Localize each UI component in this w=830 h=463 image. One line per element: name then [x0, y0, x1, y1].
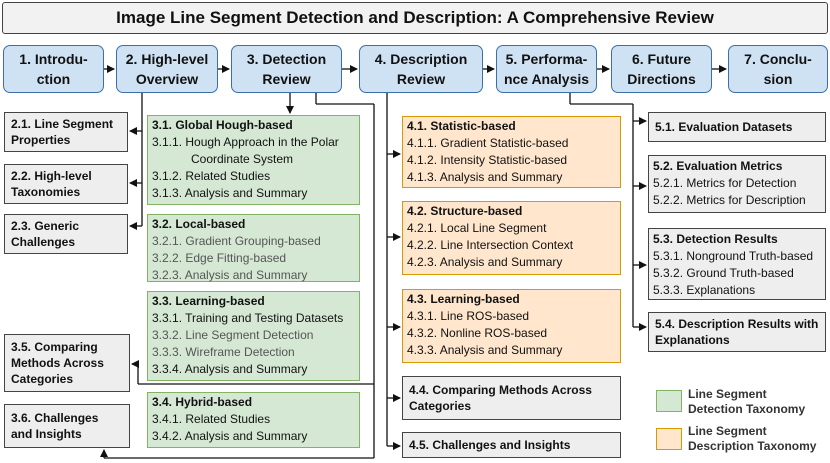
- section-performance-analysis: 5. Performa-nce Analysis: [496, 45, 597, 93]
- box-detection-results: 5.3. Detection Results 5.3.1. Nonground …: [648, 228, 826, 300]
- box-global-hough-based: 3.1. Global Hough-based 3.1.1. Hough App…: [147, 115, 360, 205]
- legend-label-detection: Line Segment Detection Taxonomy: [688, 387, 806, 416]
- box-evaluation-datasets: 5.1. Evaluation Datasets: [648, 112, 826, 142]
- section-conclusion: 7. Conclu-sion: [728, 45, 828, 93]
- box-evaluation-metrics: 5.2. Evaluation Metrics 5.2.1. Metrics f…: [648, 155, 826, 213]
- diagram-title: Image Line Segment Detection and Descrip…: [2, 2, 828, 34]
- box-hybrid-based: 3.4. Hybrid-based 3.4.1. Related Studies…: [147, 392, 360, 448]
- box-challenges-insights-description: 4.5. Challenges and Insights: [402, 432, 621, 458]
- legend-swatch-detection: [656, 390, 682, 412]
- box-statistic-based: 4.1. Statistic-based 4.1.1. Gradient Sta…: [402, 116, 621, 188]
- section-introduction: 1. Introdu-ction: [3, 45, 104, 93]
- box-local-based: 3.2. Local-based 3.2.1. Gradient Groupin…: [147, 214, 360, 282]
- legend-label-description: Line Segment Description Taxonomy: [688, 424, 817, 453]
- box-learning-based-detection: 3.3. Learning-based 3.3.1. Training and …: [147, 291, 360, 381]
- box-learning-based-description: 4.3. Learning-based 4.3.1. Line ROS-base…: [402, 289, 621, 363]
- legend-swatch-description: [656, 428, 682, 450]
- box-structure-based: 4.2. Structure-based 4.2.1. Local Line S…: [402, 201, 621, 275]
